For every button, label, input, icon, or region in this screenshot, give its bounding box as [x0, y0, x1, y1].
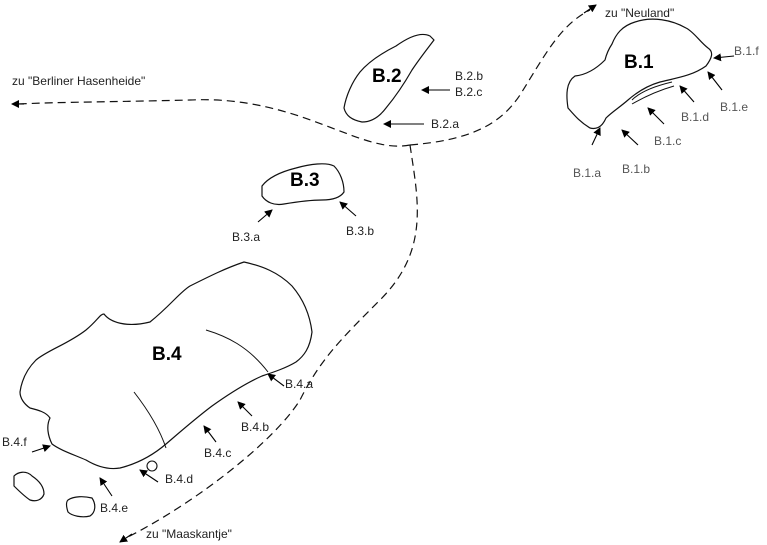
area-b3-outline — [261, 163, 345, 206]
arrow-b4b — [237, 401, 253, 417]
arrow-b1e — [707, 71, 723, 91]
point-b2c-label: B.2.c — [455, 85, 483, 99]
arrow-maaskantje — [119, 533, 133, 543]
area-b4-label: B.4 — [152, 344, 182, 365]
route-to-hasenheide — [17, 99, 411, 147]
area-b2-outline — [343, 33, 435, 123]
arrow-b4e — [99, 477, 113, 497]
small-island-1 — [13, 471, 45, 502]
destination-neuland: zu "Neuland" — [605, 6, 675, 20]
area-b1-inner-line — [631, 81, 675, 105]
point-b4a-label: B.4.a — [285, 377, 314, 391]
point-b1a-label: B.1.a — [573, 166, 602, 180]
point-b4f-label: B.4.f — [2, 435, 27, 449]
destination-maaskantje: zu "Maaskantje" — [146, 527, 232, 541]
small-island-2 — [65, 496, 96, 518]
point-b4e-label: B.4.e — [100, 501, 129, 515]
area-b3-label: B.3 — [290, 170, 320, 191]
point-b4d-marker — [146, 460, 158, 472]
arrow-neuland — [583, 4, 597, 14]
destination-hasenheide: zu "Berliner Hasenheide" — [12, 74, 146, 88]
arrow-b4d — [139, 469, 159, 483]
point-b1b-label: B.1.b — [622, 162, 651, 176]
arrow-b1c — [647, 107, 665, 125]
point-b2b-label: B.2.b — [455, 69, 484, 83]
point-b1c-label: B.1.c — [654, 134, 682, 148]
area-b2-label: B.2 — [372, 66, 402, 87]
arrow-b1a — [591, 127, 601, 146]
arrow-b4f — [31, 444, 51, 453]
area-b4-outline — [19, 261, 313, 470]
point-b4d-label: B.4.d — [165, 472, 194, 486]
arrow-b1d — [679, 85, 695, 103]
arrow-b1b — [621, 129, 639, 146]
arrow-b3a — [257, 209, 273, 223]
area-b4-inner-line — [133, 329, 269, 449]
point-b4c-label: B.4.c — [204, 446, 232, 460]
arrow-b3b — [339, 201, 357, 217]
point-b1d-label: B.1.d — [681, 110, 710, 124]
arrow-b4c — [203, 425, 217, 443]
point-b2a-label: B.2.a — [431, 117, 460, 131]
point-b3b-label: B.3.b — [346, 224, 375, 238]
route-to-maaskantje — [127, 144, 418, 538]
area-b1-outline — [566, 18, 713, 130]
area-b1-label: B.1 — [624, 52, 654, 73]
arrow-b4a — [267, 373, 285, 387]
route-to-neuland — [409, 9, 591, 146]
point-b1f-label: B.1.f — [734, 44, 759, 58]
point-b3a-label: B.3.a — [232, 230, 261, 244]
point-b4b-label: B.4.b — [241, 420, 270, 434]
arrow-b1f — [713, 53, 735, 62]
point-b1e-label: B.1.e — [720, 100, 749, 114]
